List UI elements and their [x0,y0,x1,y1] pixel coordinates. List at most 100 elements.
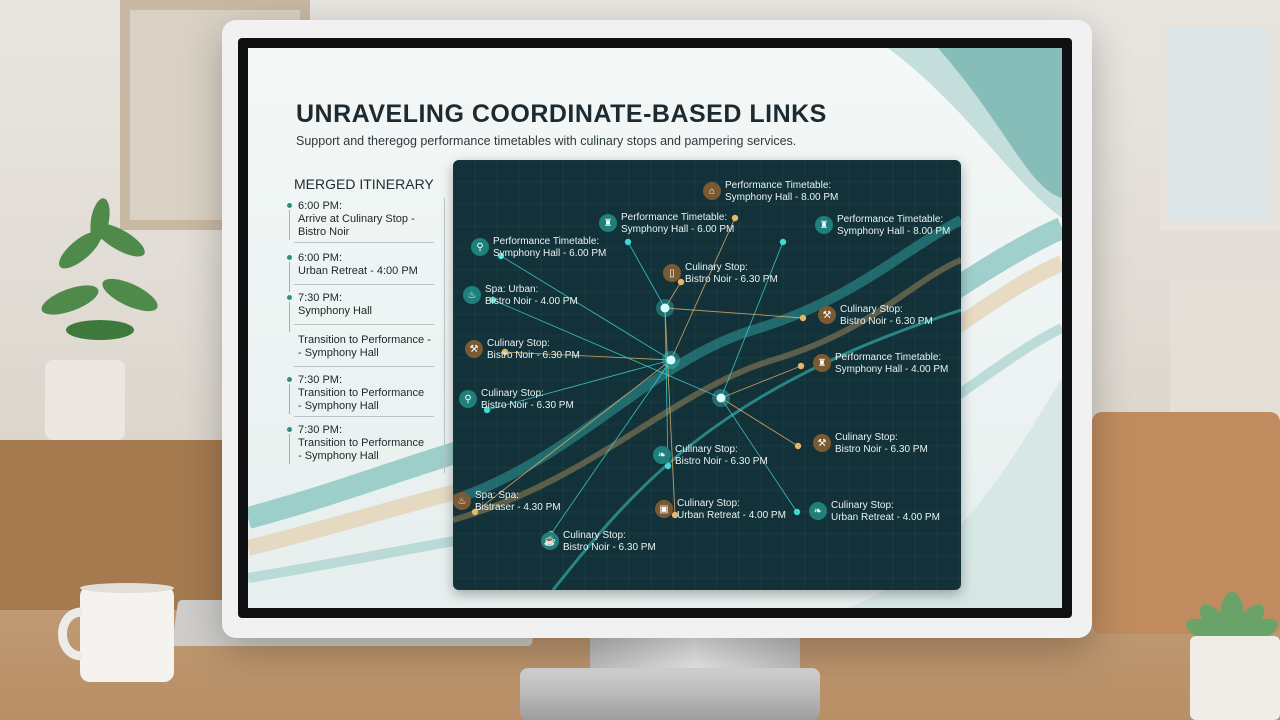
node-subtitle: Bistro Noir - 6.30 PM [675,456,768,467]
node-label: Culinary Stop:Bistro Noir - 6.30 PM [675,444,768,468]
itinerary-divider [294,284,434,285]
node-title: Culinary Stop: [831,500,894,511]
itinerary-item: 6:00 PM: Arrive at Culinary Stop - Bistr… [287,200,444,240]
network-links [453,160,961,590]
node-title: Culinary Stop: [685,262,748,273]
link-line [504,351,672,361]
leaf-icon: ❧ [653,446,671,464]
theater-icon: ♜ [813,354,831,372]
link-endpoint [779,238,787,246]
timeline-line [289,210,290,240]
node-title: Culinary Stop: [840,304,903,315]
node-label: Performance Timetable:Symphony Hall - 8.… [837,214,950,238]
link-endpoint [797,362,805,370]
link-endpoint [794,442,802,450]
link-line [627,241,666,309]
link-line [720,397,799,447]
node-label: Performance Timetable:Symphony Hall - 4.… [835,352,948,376]
itinerary-detail: Transition to Performance [298,387,425,399]
itinerary-time: 6:00 PM: [298,200,343,212]
node-subtitle: Bistro Noir - 6.30 PM [563,542,656,553]
laptop-right [1092,412,1280,634]
link-line [664,307,669,467]
itinerary-detail: Transition to Performance - [298,334,431,346]
node-title: Culinary Stop: [487,338,550,349]
link-endpoint [671,511,679,519]
glow-wave [551,308,961,590]
itinerary-divider [294,324,434,325]
itinerary-detail-2: - Symphony Hall [298,450,379,462]
node-title: Performance Timetable: [725,180,832,191]
node-label: Culinary Stop:Bistro Noir - 6.30 PM [563,530,656,554]
itinerary-item: 7:30 PM: Transition to Performance - Sym… [287,424,444,464]
node-label: Culinary Stop:Bistro Noir - 6.30 PM [685,262,778,286]
door-icon: ▯ [663,264,681,282]
wall-art-lower [1170,280,1280,420]
link-endpoint [731,214,739,222]
itinerary-time: 7:30 PM: [298,424,343,436]
node-subtitle: Symphony Hall - 4.00 PM [835,364,949,375]
link-endpoint [501,348,509,356]
network-diagram: ⌂Performance Timetable:Symphony Hall - 8… [453,160,961,590]
node-title: Performance Timetable: [835,352,942,363]
wooden-shelf [0,440,230,610]
utensils-icon: ⚒ [818,306,836,324]
node-subtitle: Bistro Noir - 6.30 PM [481,400,574,411]
timeline-line [289,384,290,414]
glow-wave [453,257,961,523]
itinerary-list: 6:00 PM: Arrive at Culinary Stop - Bistr… [284,198,445,473]
building-icon: ⌂ [703,182,721,200]
node-title: Culinary Stop: [835,432,898,443]
link-line [720,365,802,399]
link-endpoint [489,296,497,304]
node-title: Spa: Urban: [485,284,539,295]
node-label: Culinary Stop:Urban Retreat - 4.00 PM [677,498,786,522]
node-label: Performance Timetable:Symphony Hall - 6.… [493,236,606,260]
timeline-dot [287,427,292,432]
node-subtitle: Symphony Hall - 8.00 PM [837,226,951,237]
monitor: UNRAVELING COORDINATE-BASED LINKS Suppor… [222,20,1092,638]
spa-icon: ♨ [453,492,471,510]
node-label: Culinary Stop:Bistro Noir - 6.30 PM [481,388,574,412]
node-label: Spa: Urban:Bistro Noir - 4.00 PM [485,284,578,308]
timeline-dot [287,255,292,260]
link-line [720,241,784,399]
slide-subtitle: Support and theregog performance timetab… [296,134,797,148]
coffee-mug-icon [58,583,174,682]
node-label: Culinary Stop:Bistro Noir - 6.30 PM [487,338,580,362]
timeline-dot [287,295,292,300]
itinerary-divider [294,416,434,417]
timeline-line [289,434,290,464]
link-line [492,299,722,399]
node-subtitle: Symphony Hall - 6.00 PM [493,248,607,259]
link-line [500,255,672,361]
node-subtitle: Symphony Hall - 6.00 PM [621,224,735,235]
itinerary-title: MERGED ITINERARY [294,176,434,192]
timeline-line [289,262,290,292]
link-endpoint [497,252,505,260]
itinerary-detail: Symphony Hall [298,305,372,317]
monitor-stand-base [520,668,820,720]
potted-plant-icon [41,198,158,340]
itinerary-detail-2: Bistro Noir [298,226,350,238]
hub-node [666,355,676,365]
itinerary-divider [294,366,434,367]
node-title: Performance Timetable: [621,212,728,223]
spa-icon: ♨ [463,286,481,304]
itinerary-time: 7:30 PM: [298,292,343,304]
node-title: Culinary Stop: [677,498,740,509]
node-subtitle: Urban Retreat - 4.00 PM [677,510,786,521]
link-line [670,217,736,361]
link-line [720,397,798,513]
theater-icon: ♜ [815,216,833,234]
wall-art [1160,20,1280,230]
timeline-dot [287,203,292,208]
itinerary-item: 7:30 PM: Symphony Hall [287,292,444,332]
node-title: Spa: Spa: [475,490,519,501]
node-label: Spa: Spa:Bistraser - 4.30 PM [475,490,561,514]
link-endpoint [664,462,672,470]
link-endpoint [471,508,479,516]
node-title: Culinary Stop: [563,530,626,541]
link-endpoint [799,314,807,322]
slide-title: UNRAVELING COORDINATE-BASED LINKS [296,100,827,128]
